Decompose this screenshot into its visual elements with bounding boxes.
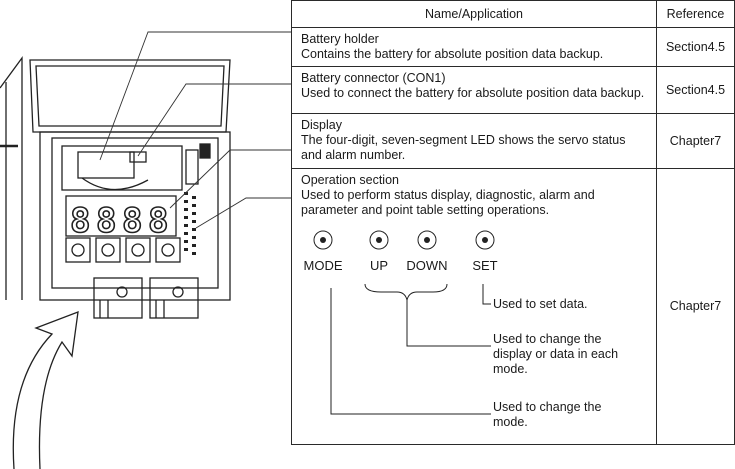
- table-row: Battery connector (CON1) Used to connect…: [291, 66, 735, 114]
- leader-operation: [195, 197, 292, 229]
- up-down-leader: [406, 300, 491, 347]
- item-description: Contains the battery for absolute positi…: [301, 47, 604, 61]
- mode-leader: [330, 288, 491, 415]
- leader-battery-connector: [137, 83, 292, 157]
- led-digit: 8: [148, 201, 168, 241]
- front-cover-lid: [29, 59, 231, 133]
- table-header-row: Name/Application Reference: [291, 0, 735, 28]
- up-button-icon: [369, 230, 389, 250]
- battery-holder: [61, 145, 183, 191]
- servo-amplifier-illustration: 8 8 8 8: [0, 31, 292, 469]
- set-button-icon: [475, 230, 495, 250]
- panel-set-button: [161, 243, 175, 257]
- item-title: Battery connector (CON1): [301, 71, 446, 85]
- reference-cell: Chapter7: [656, 168, 735, 445]
- header-name-application: Name/Application: [291, 0, 657, 28]
- reference-cell: Section4.5: [656, 27, 735, 67]
- spec-table: Name/Application Reference Battery holde…: [291, 0, 735, 445]
- panel-up-button: [101, 243, 115, 257]
- table-row: Display The four-digit, seven-segment LE…: [291, 113, 735, 169]
- item-description: Used to perform status display, diagnost…: [301, 188, 595, 217]
- led-display: [65, 195, 177, 237]
- mode-button-icon: [313, 230, 333, 250]
- leader-battery-holder: [99, 31, 292, 161]
- item-title: Display: [301, 118, 342, 132]
- operation-diagram: MODE UP DOWN SET Used to set data. Used …: [301, 222, 648, 440]
- reference-cell: Section4.5: [656, 66, 735, 114]
- panel-mode-button: [71, 243, 85, 257]
- item-title: Battery holder: [301, 32, 379, 46]
- table-row: Battery holder Contains the battery for …: [291, 27, 735, 67]
- item-description: The four-digit, seven-segment LED shows …: [301, 133, 626, 162]
- panel-down-button: [131, 243, 145, 257]
- mode-callout: Used to change the mode.: [493, 400, 602, 429]
- led-digit: 8: [122, 201, 142, 241]
- down-button-label: DOWN: [406, 258, 448, 273]
- item-title: Operation section: [301, 173, 399, 187]
- curved-arrow: [12, 311, 79, 469]
- up-down-callout: Used to change the display or data in ea…: [493, 332, 619, 376]
- down-button-icon: [417, 230, 437, 250]
- led-digit: 8: [96, 201, 116, 241]
- table-row: Operation section Used to perform status…: [291, 168, 735, 445]
- up-down-brace: [364, 283, 448, 301]
- reference-cell: Chapter7: [656, 113, 735, 169]
- item-description: Used to connect the battery for absolute…: [301, 86, 645, 100]
- mode-button-label: MODE: [303, 258, 343, 273]
- up-button-label: UP: [369, 258, 389, 273]
- led-digit: 8: [70, 201, 90, 241]
- set-leader: [482, 284, 491, 305]
- battery-connector: [129, 151, 147, 163]
- header-reference: Reference: [656, 0, 735, 28]
- set-button-label: SET: [472, 258, 498, 273]
- set-callout: Used to set data.: [493, 297, 588, 311]
- leader-display: [169, 149, 292, 209]
